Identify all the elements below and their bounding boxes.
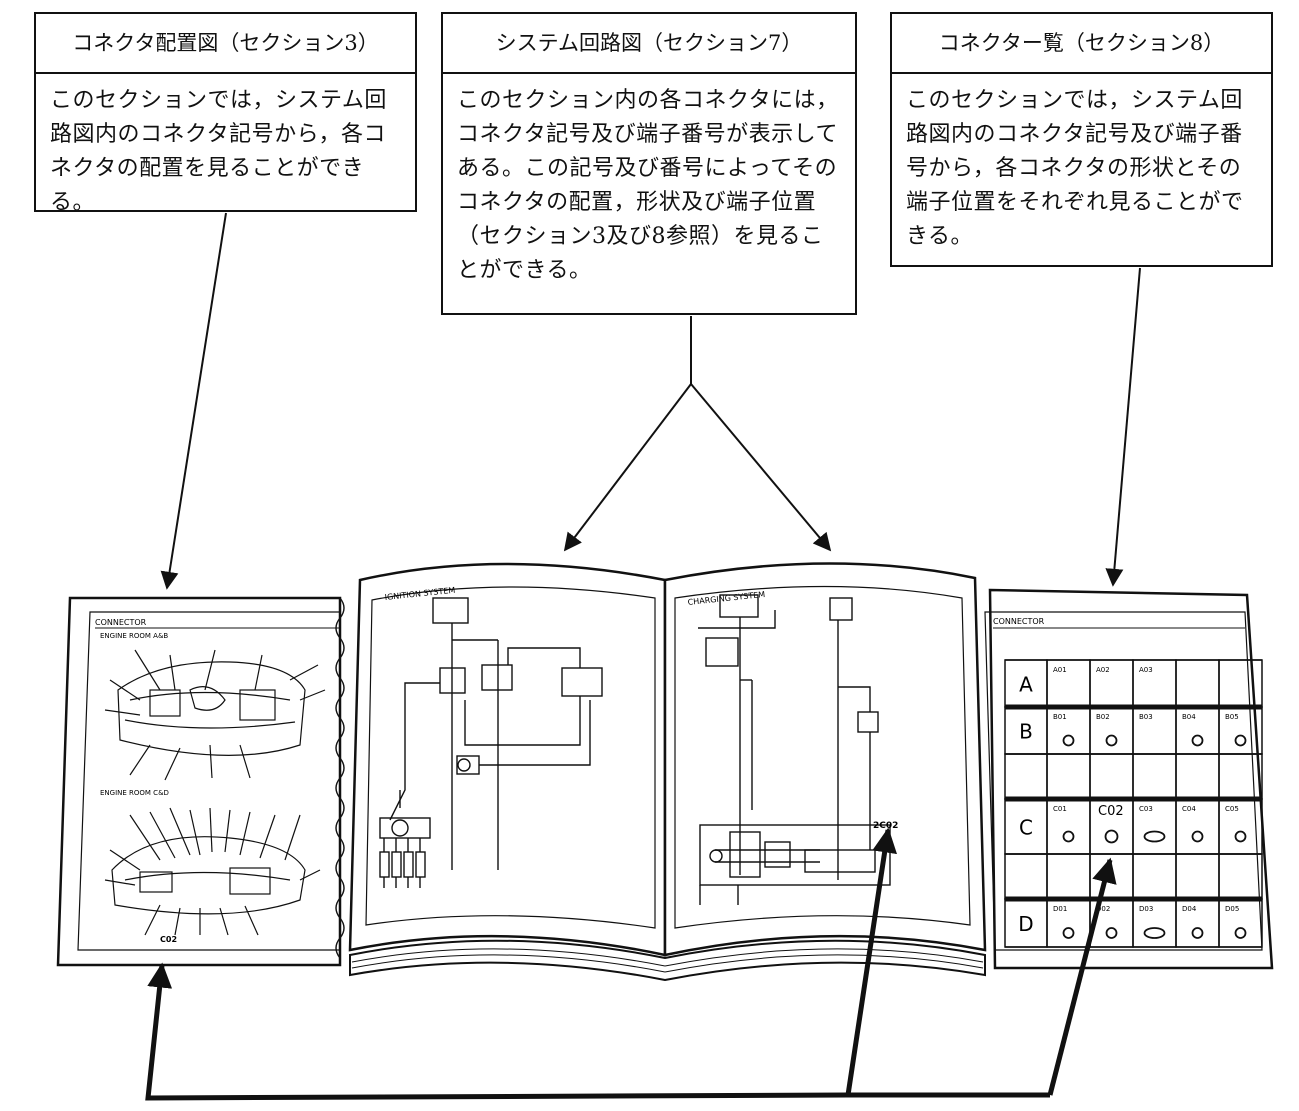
connector-code: A01 [1053, 666, 1067, 674]
arrow-to-left-page [145, 962, 849, 1101]
left-page-callout: C02 [160, 935, 177, 944]
connector-shape-icon [1062, 927, 1075, 939]
section8-box: コネクター覧（セクション8） このセクションでは，システム回路図内のコネクタ記号… [890, 12, 1273, 267]
left-page: CONNECTOR ENGINE ROOM A&B ENGINE ROOM C&… [56, 596, 345, 967]
left-page-sub1: ENGINE ROOM A&B [100, 632, 168, 640]
connector-code: B03 [1139, 713, 1153, 721]
connector-code: D01 [1053, 905, 1067, 913]
connector-shape-icon [1105, 734, 1118, 747]
left-page-sub2: ENGINE ROOM C&D [100, 789, 169, 797]
table-row-letter: A [1019, 673, 1033, 697]
right-page-header: CONNECTOR [993, 617, 1045, 626]
arrow-section7-left [563, 383, 692, 552]
section7-box: システム回路図（セクション7） このセクション内の各コネクタには，コネクタ記号及… [441, 12, 857, 315]
connector-code: B02 [1096, 713, 1110, 721]
arrow-section8 [1105, 267, 1141, 587]
section3-title: コネクタ配置図（セクション3） [36, 14, 415, 74]
connector-code: D05 [1225, 905, 1239, 913]
charging-circuit [698, 594, 891, 905]
connector-code: D04 [1182, 905, 1197, 913]
connector-code: D03 [1139, 905, 1153, 913]
connector-shape-icon [1062, 734, 1075, 747]
engine-room-ab-drawing [104, 649, 326, 781]
table-row-letter: D [1018, 912, 1033, 936]
connector-shape-icon [1234, 927, 1247, 939]
section8-title: コネクター覧（セクション8） [892, 14, 1271, 74]
connector-shape-icon [1143, 830, 1166, 843]
connector-shape-icon [1234, 734, 1247, 747]
connector-shape-icon [1234, 830, 1247, 843]
arrow-section3 [160, 212, 227, 590]
section3-box: コネクタ配置図（セクション3） このセクションでは，システム回路図内のコネクタ記… [34, 12, 417, 215]
section7-title: システム回路図（セクション7） [443, 14, 855, 74]
connector-code: C02 [1098, 804, 1124, 819]
table-row-letter: B [1019, 720, 1033, 744]
arrow-to-2c02 [845, 827, 898, 1096]
connector-shape-icon [1105, 927, 1118, 939]
connector-shape-icon [1191, 830, 1204, 843]
section7-text: このセクション内の各コネクタには，コネクタ記号及び端子番号が表示してある。この記… [457, 88, 839, 283]
connector-shape-icon [1191, 734, 1204, 747]
connector-code: C01 [1053, 805, 1067, 813]
pointer-arrows [160, 212, 1141, 590]
connector-code: A03 [1139, 666, 1153, 674]
connector-shape-icon [1104, 829, 1119, 844]
engine-room-cd-drawing [104, 807, 321, 936]
open-book: IGNITION SYSTEM CHARGING SYSTEM [348, 562, 987, 982]
section8-text: このセクションでは，システム回路図内のコネクタ記号及び端子番号から，各コネクタの… [906, 88, 1244, 249]
cross-reference-arrows [145, 827, 1117, 1101]
connector-shape-icon [1191, 927, 1204, 939]
section3-text: このセクションでは，システム回路図内のコネクタ記号から，各コネクタの配置を見るこ… [50, 88, 387, 215]
connector-code: C05 [1225, 805, 1239, 813]
connector-code: B01 [1053, 713, 1067, 721]
table-row-letter: C [1019, 816, 1033, 840]
connector-code: B05 [1225, 713, 1239, 721]
connector-shape-icon [1062, 830, 1075, 843]
connector-code: D02 [1096, 905, 1110, 913]
arrow-to-c02-cell [1047, 857, 1117, 1096]
connector-code: A02 [1096, 666, 1110, 674]
connector-code: B04 [1182, 713, 1196, 721]
ignition-circuit [379, 597, 603, 888]
connector-code: C04 [1182, 805, 1196, 813]
arrow-section7-right [690, 383, 832, 552]
connector-shape-icon [1143, 927, 1166, 939]
connector-code: C03 [1139, 805, 1153, 813]
connector-label-2c02: 2C02 [873, 821, 898, 831]
left-page-header: CONNECTOR [95, 618, 147, 627]
